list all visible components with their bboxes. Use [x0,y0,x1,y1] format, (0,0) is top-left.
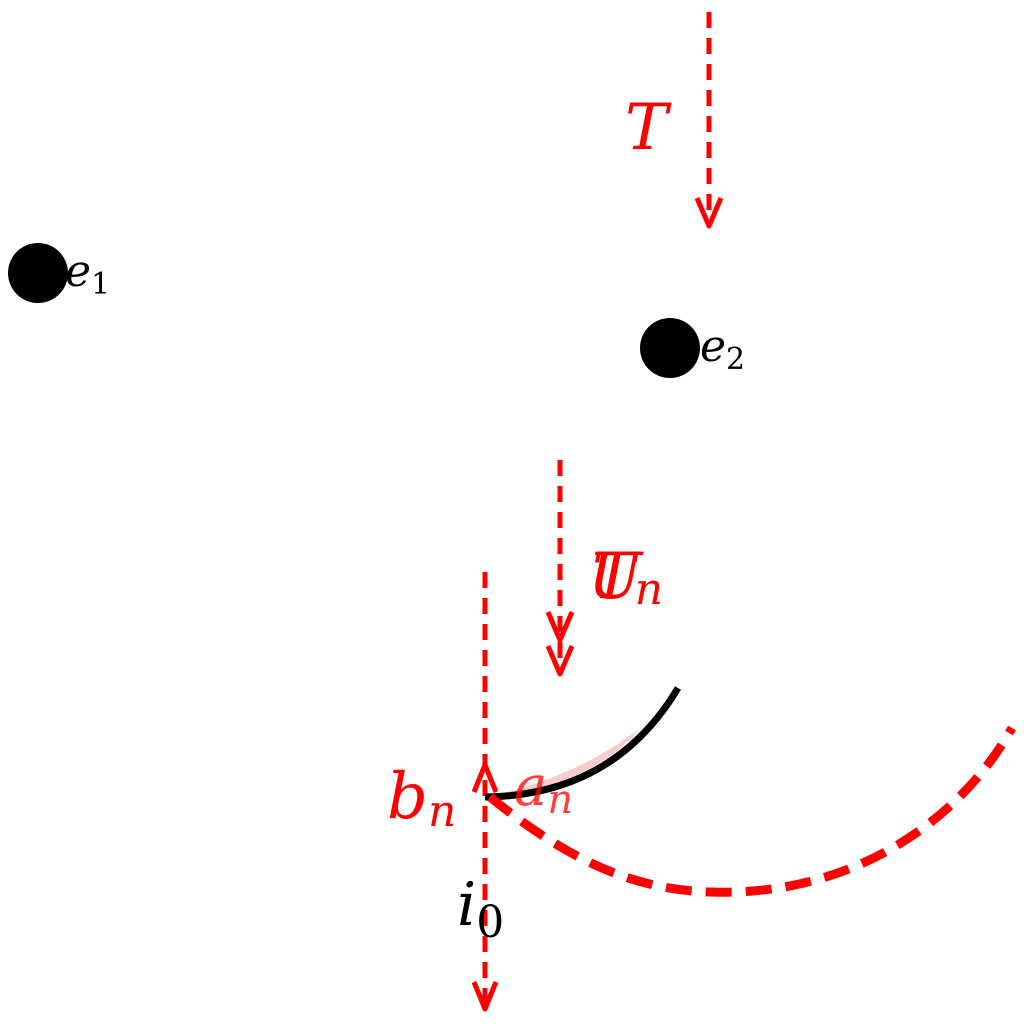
label-U: U [588,540,644,614]
label-T-n: Tn [592,540,663,615]
label-a-n: an [514,754,573,823]
arrow-U-head-2 [545,645,575,677]
dashed-arc [487,725,1016,897]
point-e1 [8,243,68,303]
arrow-up-head [471,762,499,793]
label-i0: i0 [457,870,504,948]
label-e1: e1 [65,246,110,302]
black-arc [484,686,682,801]
label-b-n: bn [387,760,456,837]
point-e2 [640,318,700,378]
arrow-U-head-1 [545,611,575,643]
arrow-down-head [471,981,499,1012]
label-T: T [625,91,672,165]
label-e2: e2 [700,321,745,377]
arrow-T-head [694,197,724,229]
